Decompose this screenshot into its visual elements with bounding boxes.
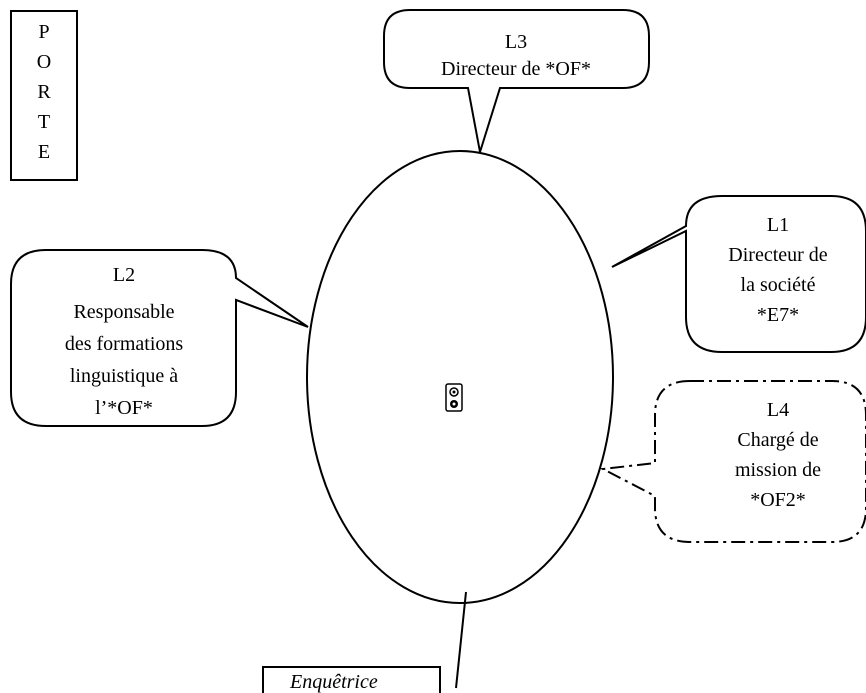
- door-letter: T: [38, 111, 50, 133]
- speaker-l2-callout: L2 Responsable des formations linguistiq…: [10, 249, 309, 427]
- door: P O R T E: [10, 10, 78, 181]
- door-letter: O: [37, 51, 51, 73]
- speaker-l3-callout: L3 Directeur de *OF*: [383, 9, 650, 153]
- speaker-l2-line: des formations: [65, 333, 184, 355]
- speaker-l3-line: L3: [505, 31, 527, 53]
- door-box: [10, 10, 78, 181]
- speaker-l2-line: linguistique à: [70, 365, 178, 387]
- speaker-l1-callout: L1 Directeur de la société *E7*: [611, 195, 866, 353]
- speaker-l1-line: Directeur de: [728, 244, 828, 266]
- speaker-l4-callout: L4 Chargé de mission de *OF2*: [599, 380, 866, 543]
- recorder-icon: [445, 383, 463, 412]
- interviewer-pointer-line: [455, 591, 467, 689]
- meeting-table: [306, 150, 614, 604]
- speaker-l4-line: *OF2*: [750, 489, 806, 511]
- interviewer-frame: [262, 666, 441, 693]
- speaker-l2-line: L2: [113, 264, 135, 286]
- interviewer-box: Enquêtrice: [262, 666, 441, 693]
- speaker-l3-line: Directeur de *OF*: [441, 58, 591, 80]
- door-letter: E: [38, 141, 50, 163]
- speaker-l4-line: mission de: [735, 459, 821, 481]
- speaker-l2-line: Responsable: [73, 301, 174, 323]
- speaker-l1-line: *E7*: [757, 304, 799, 326]
- interviewer-label: Enquêtrice: [289, 671, 378, 693]
- speaker-l4-line: Chargé de: [737, 429, 818, 451]
- speaker-l1-line: L1: [767, 214, 789, 236]
- door-letter: P: [38, 21, 49, 43]
- speaker-l1-line: la société: [741, 274, 816, 296]
- speaker-l4-line: L4: [767, 399, 789, 421]
- door-letter: R: [37, 81, 51, 103]
- speaker-l2-line: l’*OF*: [95, 397, 153, 419]
